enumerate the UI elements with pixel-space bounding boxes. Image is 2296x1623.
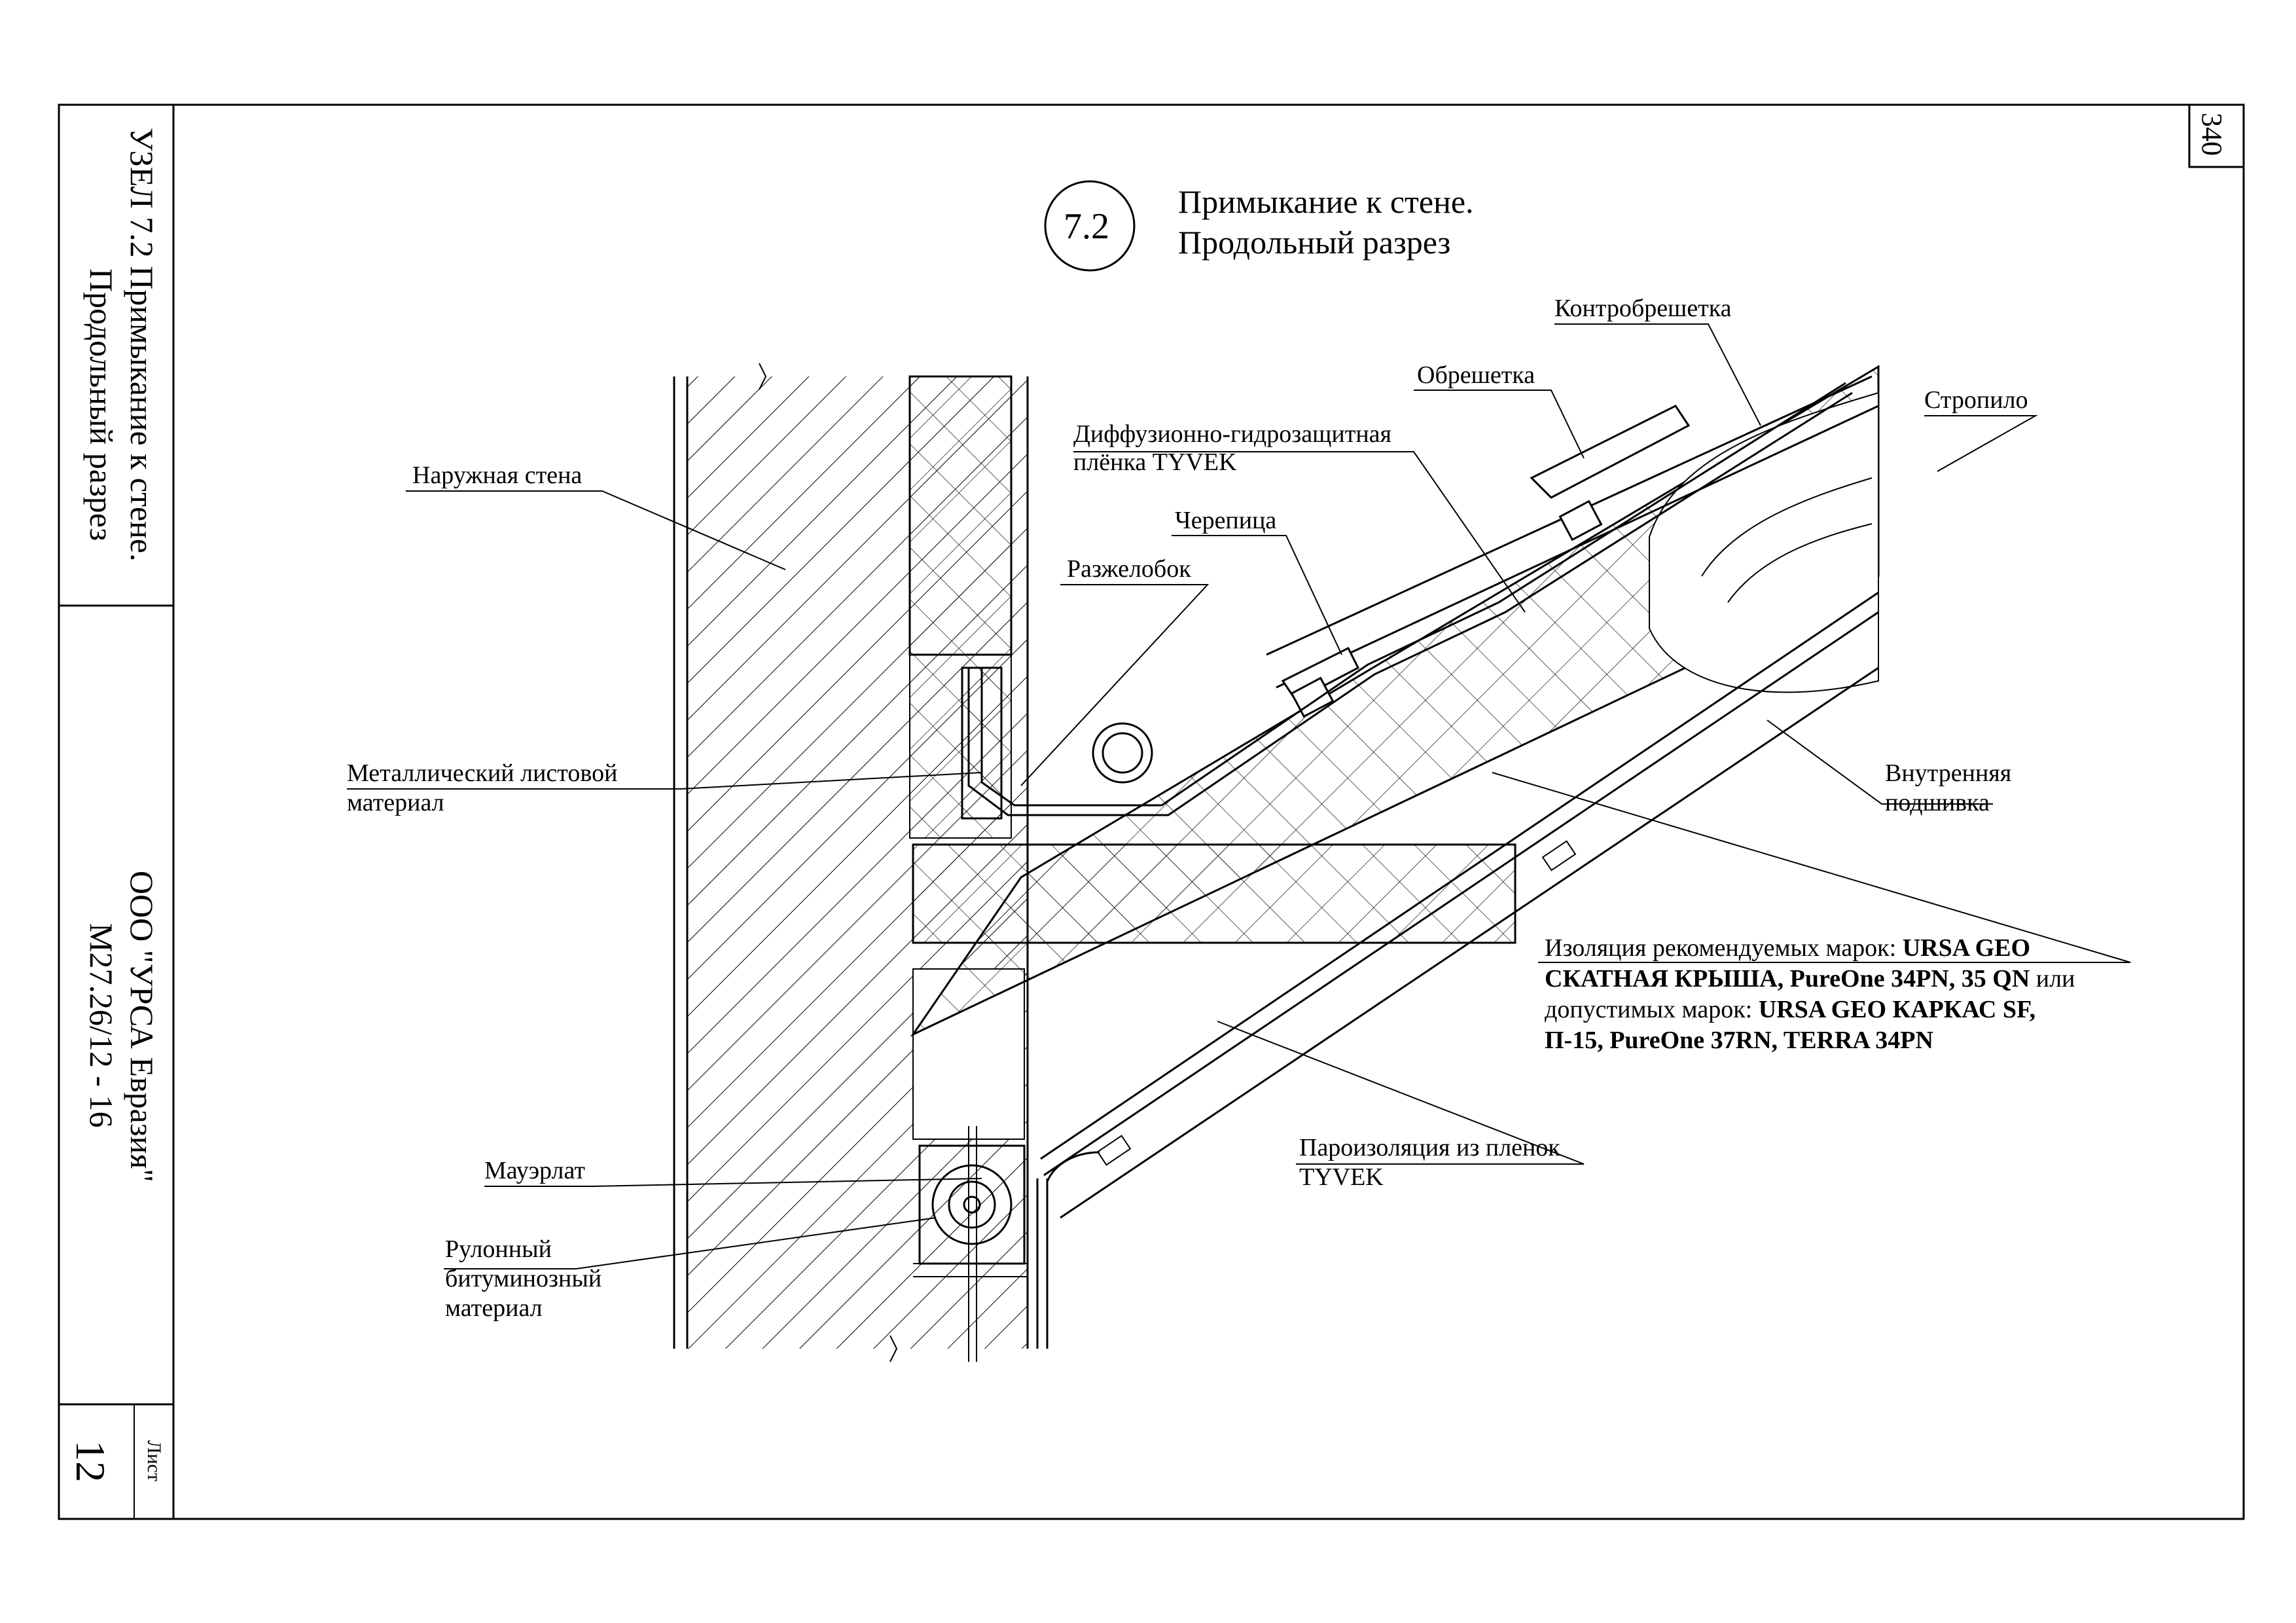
label-metal-2: материал [347, 789, 444, 816]
label-vnutr-2: подшивка [1885, 789, 1990, 816]
label-razzhelobok: Разжелобок [1067, 555, 1191, 583]
page-title-line1: Примыкание к стене. [1178, 183, 1474, 220]
sheet-value: 12 [67, 1440, 114, 1482]
document-code: М27.26/12 - 16 [83, 923, 120, 1128]
label-paroizol-2: TYVEK [1299, 1163, 1384, 1191]
page-title-line2: Продольный разрез [1178, 224, 1451, 261]
node-circle [1044, 180, 1136, 272]
sheet-number-top: 340 [2196, 113, 2228, 156]
node-number: 7.2 [1064, 206, 1109, 247]
mauerlat [913, 1126, 1028, 1362]
label-paroizol-1: Пароизоляция из пленок [1299, 1134, 1560, 1161]
leader-lines [347, 323, 2131, 1269]
label-insulation-2: СКАТНАЯ КРЫША, PureOne 34PN, 35 QN или [1545, 965, 2075, 993]
company-name: ООО "УРСА Евразия" [124, 871, 160, 1182]
label-mauerlat: Мауэрлат [484, 1157, 585, 1184]
rafter-insulation [910, 365, 1880, 1037]
label-insulation-3: допустимых марок: URSA GEO КАРКАС SF, [1545, 996, 2036, 1023]
inner-lining [1040, 591, 1879, 1219]
label-metal-1: Металлический листовой [347, 759, 618, 787]
valley-gutter [961, 382, 1853, 820]
label-rulon-1: Рулонный [445, 1235, 552, 1263]
label-vnutr-1: Внутренняя [1885, 759, 2012, 787]
label-tyvek-1: Диффузионно-гидрозащитная [1073, 420, 1392, 448]
roof-tiles [1266, 375, 1879, 718]
label-obreshetka: Обрешетка [1417, 361, 1535, 389]
side-title-line2: Продольный разрез [83, 268, 120, 541]
label-rulon-3: материал [445, 1294, 543, 1322]
label-kontrobreshetka: Контробрешетка [1554, 295, 1732, 322]
label-naruzhnaya-stena: Наружная стена [412, 462, 583, 489]
label-insulation-1: Изоляция рекомендуемых марок: URSA GEO [1545, 934, 2031, 962]
side-title-line1: УЗЕЛ 7.2 Примыкание к стене. [124, 128, 160, 562]
sheet-label: Лист [143, 1440, 165, 1482]
frame [58, 103, 2245, 1520]
label-stropilo: Стропило [1924, 386, 2028, 414]
label-insulation-4: П-15, PureOne 37RN, TERRA 34PN [1545, 1027, 1933, 1054]
label-tyvek-2: плёнка TYVEK [1073, 448, 1237, 476]
label-rulon-2: битуминозный [445, 1265, 602, 1292]
eaves-boards [1036, 1151, 1100, 1349]
label-cherepitsa: Черепица [1175, 507, 1277, 534]
